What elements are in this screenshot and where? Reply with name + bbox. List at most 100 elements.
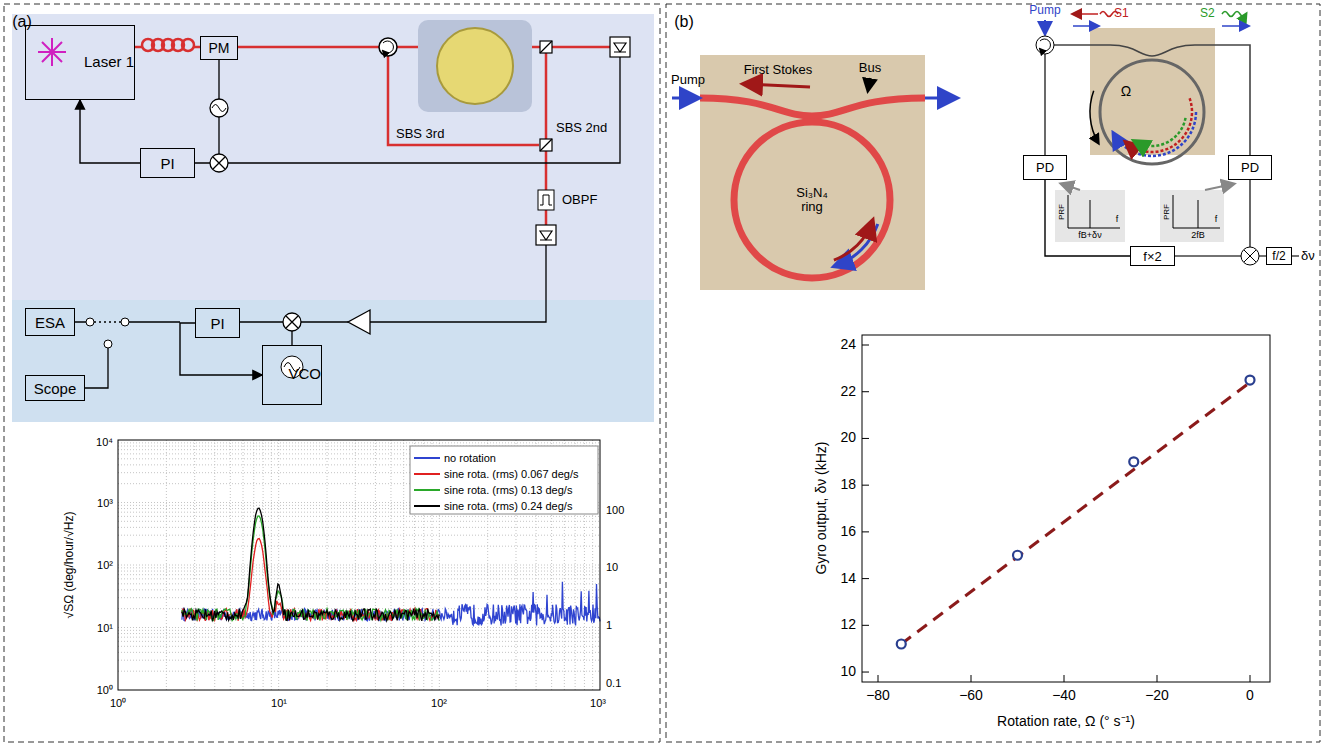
stroke	[375, 440, 376, 690]
label: 12	[840, 618, 856, 633]
controller-box: PI	[195, 308, 240, 338]
stroke	[862, 625, 869, 626]
stroke	[118, 535, 600, 536]
plot-frame	[118, 440, 600, 690]
label: 10⁴	[96, 436, 113, 448]
label: S1	[1114, 7, 1129, 20]
node-text: Scope	[34, 380, 77, 397]
stroke	[118, 637, 600, 638]
stroke	[1013, 551, 1022, 560]
stroke	[182, 539, 439, 621]
stroke	[862, 391, 869, 392]
label: Si₃N₄ ring	[784, 186, 840, 215]
label: −40	[1052, 688, 1076, 703]
label: Pump	[1029, 4, 1060, 17]
mixer	[210, 154, 301, 331]
stroke	[182, 516, 439, 621]
stroke	[118, 546, 600, 547]
stroke	[118, 652, 600, 653]
switch	[86, 318, 129, 348]
node-text: VCO	[288, 365, 321, 382]
node-text: f/2	[1272, 249, 1285, 263]
node-text: PD	[1241, 160, 1259, 175]
stroke	[862, 345, 869, 346]
label: First Stokes	[744, 63, 813, 77]
stroke	[1157, 675, 1158, 682]
electrical-wire	[75, 57, 620, 388]
laser-star	[38, 38, 66, 66]
mixer	[1241, 247, 1259, 265]
detector-box: PD	[1023, 155, 1067, 180]
legend-text: no rotation	[444, 452, 496, 464]
label: 0	[1246, 688, 1254, 703]
stroke	[897, 640, 906, 649]
node-text: PI	[160, 155, 174, 172]
resonator-mount	[418, 20, 532, 112]
label: f	[1116, 215, 1119, 225]
stroke	[243, 440, 244, 690]
label: −60	[959, 688, 983, 703]
stroke	[118, 516, 600, 517]
plot-frame	[862, 335, 1270, 682]
optical-band	[12, 14, 654, 300]
instrument-box: ESA	[25, 308, 75, 336]
controller-box: PI	[140, 148, 195, 178]
label: 10¹	[97, 621, 113, 633]
ring	[734, 122, 890, 278]
stroke	[1246, 376, 1255, 385]
vco-box: VCO	[262, 345, 322, 405]
legend-sample	[414, 505, 440, 507]
label: 14	[840, 571, 856, 586]
label: (b)	[674, 13, 694, 31]
stroke	[118, 671, 600, 672]
connector	[1045, 180, 1130, 256]
stroke	[118, 527, 600, 528]
stroke	[901, 382, 1250, 644]
label: δν	[1301, 249, 1315, 263]
legend-text: sine rota. (rms) 0.067 deg/s	[444, 468, 579, 480]
label: (a)	[12, 13, 32, 31]
stroke	[327, 440, 328, 690]
multiplier-box: f×2	[1130, 246, 1175, 266]
node-text: Laser 1	[84, 53, 134, 70]
label: Pump	[671, 73, 705, 87]
node-text: PM	[209, 40, 230, 56]
legend-sample	[414, 473, 440, 475]
stroke	[862, 438, 869, 439]
label: 100	[606, 504, 624, 516]
stroke	[878, 675, 879, 682]
legend-sample	[414, 457, 440, 459]
chip	[1090, 28, 1215, 155]
stroke	[862, 531, 869, 532]
node-text: PI	[210, 315, 224, 332]
label: Ω	[1121, 84, 1131, 99]
label: 10⁰	[97, 684, 113, 696]
legend-text: sine rota. (rms) 0.24 deg/s	[444, 500, 572, 512]
noise-traces	[182, 508, 600, 625]
stroke	[118, 578, 600, 579]
detector-box: PD	[1228, 155, 1272, 180]
label: 16	[840, 524, 856, 539]
beam-splitter	[540, 41, 552, 151]
label: 10	[606, 561, 618, 573]
label: 10⁰	[110, 697, 126, 709]
stroke	[862, 578, 869, 579]
stroke	[118, 660, 600, 661]
laser-box: Laser 1	[25, 25, 135, 100]
label: S2	[1200, 7, 1215, 20]
circulator	[1036, 36, 1054, 54]
connector	[80, 100, 140, 163]
label: −80	[866, 688, 890, 703]
legend-box	[410, 446, 598, 514]
stroke	[118, 630, 600, 631]
label: PRF	[1163, 204, 1172, 220]
stroke	[1250, 675, 1251, 682]
stroke	[118, 571, 600, 572]
stroke	[118, 565, 600, 566]
label: PRF	[1058, 204, 1067, 220]
stroke	[118, 633, 600, 634]
label: √SΩ (deg/hour/√Hz)	[63, 512, 76, 619]
chip	[700, 55, 925, 290]
node-text: PD	[1036, 160, 1054, 175]
